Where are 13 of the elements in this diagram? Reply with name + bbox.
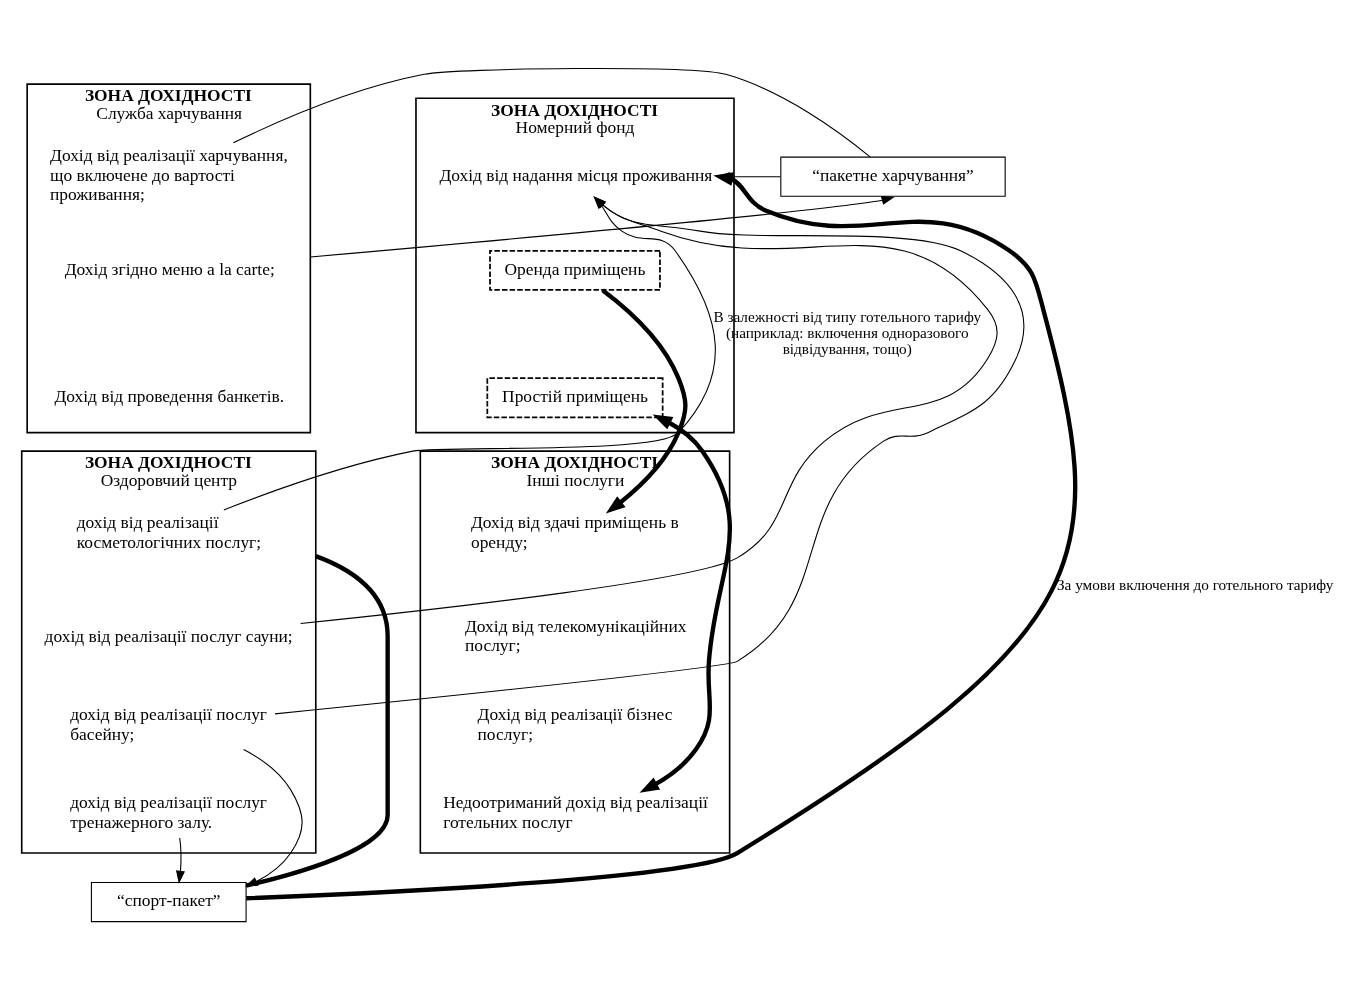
node-text: Недоотриманий дохід від реалізації готельних послуг: [443, 791, 708, 832]
node-text: Дохід від надання місця проживання: [439, 164, 713, 185]
node-text: дохід від реалізації косметологічних послуг;: [76, 511, 262, 552]
edge-label: За умови включення до готельного тарифу: [1056, 575, 1334, 593]
node-text: дохід від реалізації послуг сауни;: [44, 625, 293, 646]
node-text: Дохід згідно меню a la carte;: [64, 258, 275, 278]
node-text: дохід від реалізації послуг тренажерного залу.: [70, 791, 268, 832]
node-text: Дохід від здачі приміщень в оренду;: [470, 511, 679, 552]
node-text: Дохід від реалізації бізнес послуг;: [477, 703, 673, 744]
node-text: Дохід від проведення банкетів.: [54, 385, 285, 406]
node-text: Дохід від телекомунікаційних послуг;: [464, 615, 687, 655]
node-text: Дохід від реалізації харчування, що включене до вартості проживання;: [50, 144, 288, 204]
node-text: дохід від реалізації послуг басейну;: [70, 703, 268, 744]
